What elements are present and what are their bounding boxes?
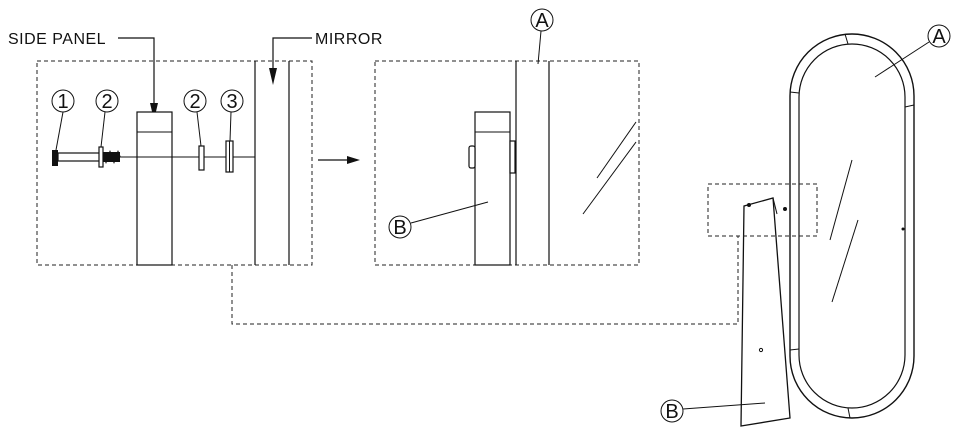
washer-part-b — [198, 145, 205, 171]
oval-mirror — [789, 33, 915, 419]
detail-connector — [231, 236, 739, 325]
washer-part-a — [98, 146, 104, 168]
callout-b-main: B — [660, 399, 766, 423]
svg-text:A: A — [535, 10, 549, 32]
svg-text:B: B — [393, 217, 406, 239]
svg-text:A: A — [932, 26, 946, 48]
bolt-part — [52, 149, 121, 166]
mirror-label: MIRROR — [315, 31, 383, 48]
mirror-leader — [269, 37, 312, 85]
assembled-detail-box — [374, 60, 640, 266]
callout-3-nut: 3 — [220, 89, 244, 142]
svg-text:2: 2 — [101, 91, 112, 113]
callout-a-main: A — [874, 24, 951, 78]
callout-1: 1 — [51, 89, 75, 151]
svg-text:1: 1 — [57, 91, 68, 113]
callout-2-washer: 2 — [95, 89, 119, 148]
step-arrow — [318, 156, 360, 164]
svg-text:3: 3 — [226, 91, 237, 113]
exploded-detail-box — [36, 60, 313, 266]
callout-b-detail: B — [388, 201, 489, 239]
svg-text:B: B — [665, 401, 678, 423]
svg-text:2: 2 — [189, 91, 200, 113]
zoom-region-box — [707, 183, 818, 237]
callout-a-detail: A — [530, 8, 554, 65]
side-panel-main — [740, 197, 791, 427]
side-panel-block — [136, 111, 173, 266]
side-panel-label: SIDE PANEL — [8, 31, 106, 48]
callout-2-washer-b: 2 — [183, 89, 207, 147]
side-panel-leader — [118, 37, 158, 120]
